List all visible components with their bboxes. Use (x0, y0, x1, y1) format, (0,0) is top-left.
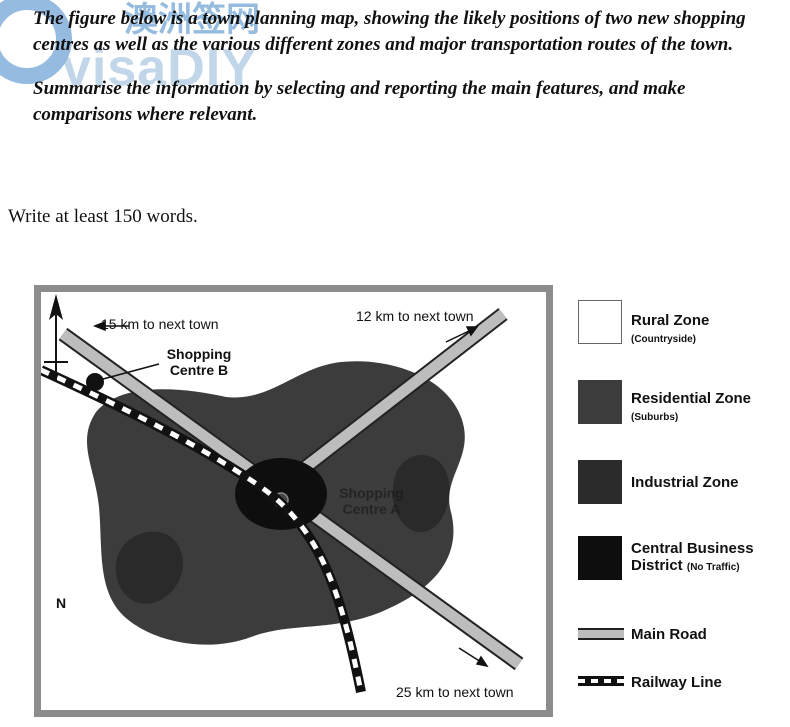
legend-label-industrial: Industrial Zone (631, 474, 739, 491)
prompt-paragraph-2: Summarise the information by selecting a… (33, 78, 686, 125)
railway-line-ties (41, 367, 364, 693)
legend-label-cbd: Central Business District (631, 540, 754, 574)
town-planning-map: 15 km to next town 12 km to next town 25… (34, 285, 553, 717)
swatch-railway (578, 676, 624, 686)
watermark-brand: visaDIY (62, 39, 257, 97)
watermark: 澳洲签网 visaDIY (0, 0, 330, 100)
legend-sub-cbd: (No Traffic) (686, 562, 740, 573)
legend-label-main-road: Main Road (631, 626, 707, 643)
legend-sub-rural: (Countryside) (631, 334, 696, 345)
legend-label-residential: Residential Zone (631, 390, 752, 407)
shopping-centre-b-pointer (102, 363, 160, 380)
arrow-se (458, 647, 489, 668)
label-shopping-centre-a: Shopping Centre A (339, 485, 404, 517)
swatch-industrial (578, 460, 622, 504)
industrial-zone-east (392, 454, 450, 532)
task-prompt: The figure below is a town planning map,… (33, 6, 778, 146)
arrow-ne (445, 326, 479, 343)
label-se-road: 25 km to next town (396, 684, 514, 700)
swatch-rural (578, 300, 622, 344)
arrow-nw (92, 320, 129, 332)
label-nw-road: 15 km to next town (101, 316, 219, 332)
main-road-ne-sw (272, 309, 507, 495)
legend-sub-residential: (Suburbs) (631, 412, 679, 423)
swatch-residential (578, 380, 622, 424)
label-ne-road: 12 km to next town (356, 308, 474, 324)
industrial-zone-west (115, 531, 184, 604)
shopping-centre-b-marker (86, 373, 104, 391)
swatch-main-road (578, 628, 624, 640)
legend-label-rural: Rural Zone (631, 312, 710, 329)
map-legend: Rural Zone (Countryside) Residential Zon… (578, 300, 790, 720)
prompt-paragraph-1: The figure below is a town planning map,… (33, 8, 746, 55)
swatch-cbd (578, 536, 622, 580)
north-label: N (56, 595, 67, 611)
label-shopping-centre-b: Shopping Centre B (166, 346, 232, 378)
legend-label-railway: Railway Line (631, 674, 722, 691)
north-arrow-icon (44, 294, 68, 380)
map-svg (41, 308, 524, 693)
watermark-cn-text: 澳洲签网 (124, 0, 260, 40)
word-count-instruction: Write at least 150 words. (8, 206, 198, 227)
